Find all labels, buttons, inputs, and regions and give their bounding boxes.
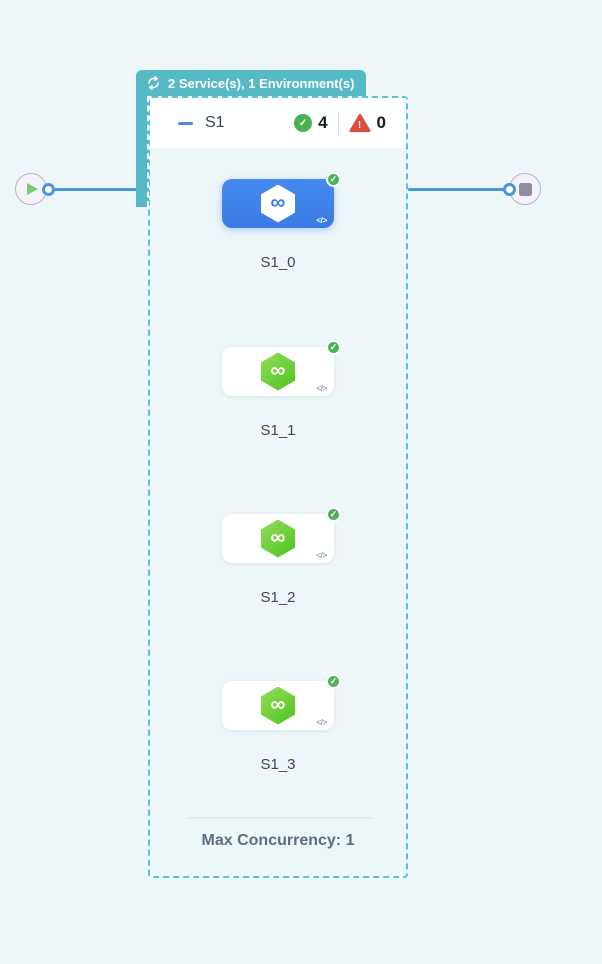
service-node-s1-1[interactable]: ∞ ✓ </> S1_1 — [222, 340, 341, 439]
footer-divider — [187, 817, 373, 819]
node-label: S1_1 — [260, 422, 296, 439]
group-container — [148, 96, 408, 878]
code-icon: </> — [316, 550, 327, 560]
service-hexagon-icon: ∞ — [261, 352, 295, 391]
end-node-port — [503, 183, 516, 196]
start-node-port — [42, 183, 55, 196]
service-card[interactable]: ∞ ✓ </> — [222, 340, 341, 396]
status-success-icon: ✓ — [326, 507, 341, 522]
edge-start-to-group — [46, 188, 140, 191]
infinity-icon: ∞ — [270, 693, 286, 716]
warning-triangle-icon: ! — [349, 113, 371, 133]
stats-divider — [337, 111, 339, 135]
code-icon: </> — [316, 717, 327, 727]
code-icon: </> — [316, 215, 327, 225]
infinity-icon: ∞ — [270, 526, 286, 549]
node-label: S1_2 — [260, 589, 296, 606]
status-success-icon: ✓ — [326, 340, 341, 355]
service-card[interactable]: ∞ ✓ </> — [222, 674, 341, 730]
service-hexagon-icon: ∞ — [261, 686, 295, 725]
error-count: 0 — [376, 113, 386, 132]
edge-group-to-end — [408, 188, 508, 191]
group-flap — [136, 96, 149, 207]
play-icon — [27, 183, 38, 195]
infinity-icon: ∞ — [270, 191, 286, 214]
code-icon: </> — [316, 383, 327, 393]
service-node-s1-3[interactable]: ∞ ✓ </> S1_3 — [222, 674, 341, 773]
success-check-icon: ✓ — [294, 114, 313, 132]
max-concurrency-label: Max Concurrency: 1 — [201, 832, 355, 849]
node-label: S1_0 — [260, 254, 296, 271]
group-stats: ✓ 4 ! 0 — [294, 111, 386, 135]
service-card[interactable]: ∞ ✓ </> — [222, 507, 341, 563]
success-count: 4 — [318, 113, 328, 132]
service-card-selected[interactable]: ∞ ✓ </> — [222, 172, 341, 228]
stop-icon — [518, 182, 532, 196]
group-badge[interactable]: 2 Service(s), 1 Environment(s) — [136, 70, 367, 96]
node-label: S1_3 — [260, 756, 296, 773]
group-badge-label: 2 Service(s), 1 Environment(s) — [168, 75, 355, 91]
group-header: S1 ✓ 4 ! 0 — [150, 98, 406, 148]
service-hexagon-icon: ∞ — [261, 184, 295, 223]
service-node-s1-0[interactable]: ∞ ✓ </> S1_0 — [222, 172, 341, 271]
loop-icon — [148, 76, 159, 90]
group-title: S1 — [205, 114, 225, 131]
infinity-icon: ∞ — [270, 359, 286, 382]
collapse-icon[interactable] — [178, 121, 193, 125]
warning-bang: ! — [357, 119, 362, 131]
service-hexagon-icon: ∞ — [261, 519, 295, 558]
service-node-s1-2[interactable]: ∞ ✓ </> S1_2 — [222, 507, 341, 606]
status-success-icon: ✓ — [326, 674, 341, 689]
status-success-icon: ✓ — [326, 172, 341, 187]
start-node[interactable] — [15, 173, 47, 205]
